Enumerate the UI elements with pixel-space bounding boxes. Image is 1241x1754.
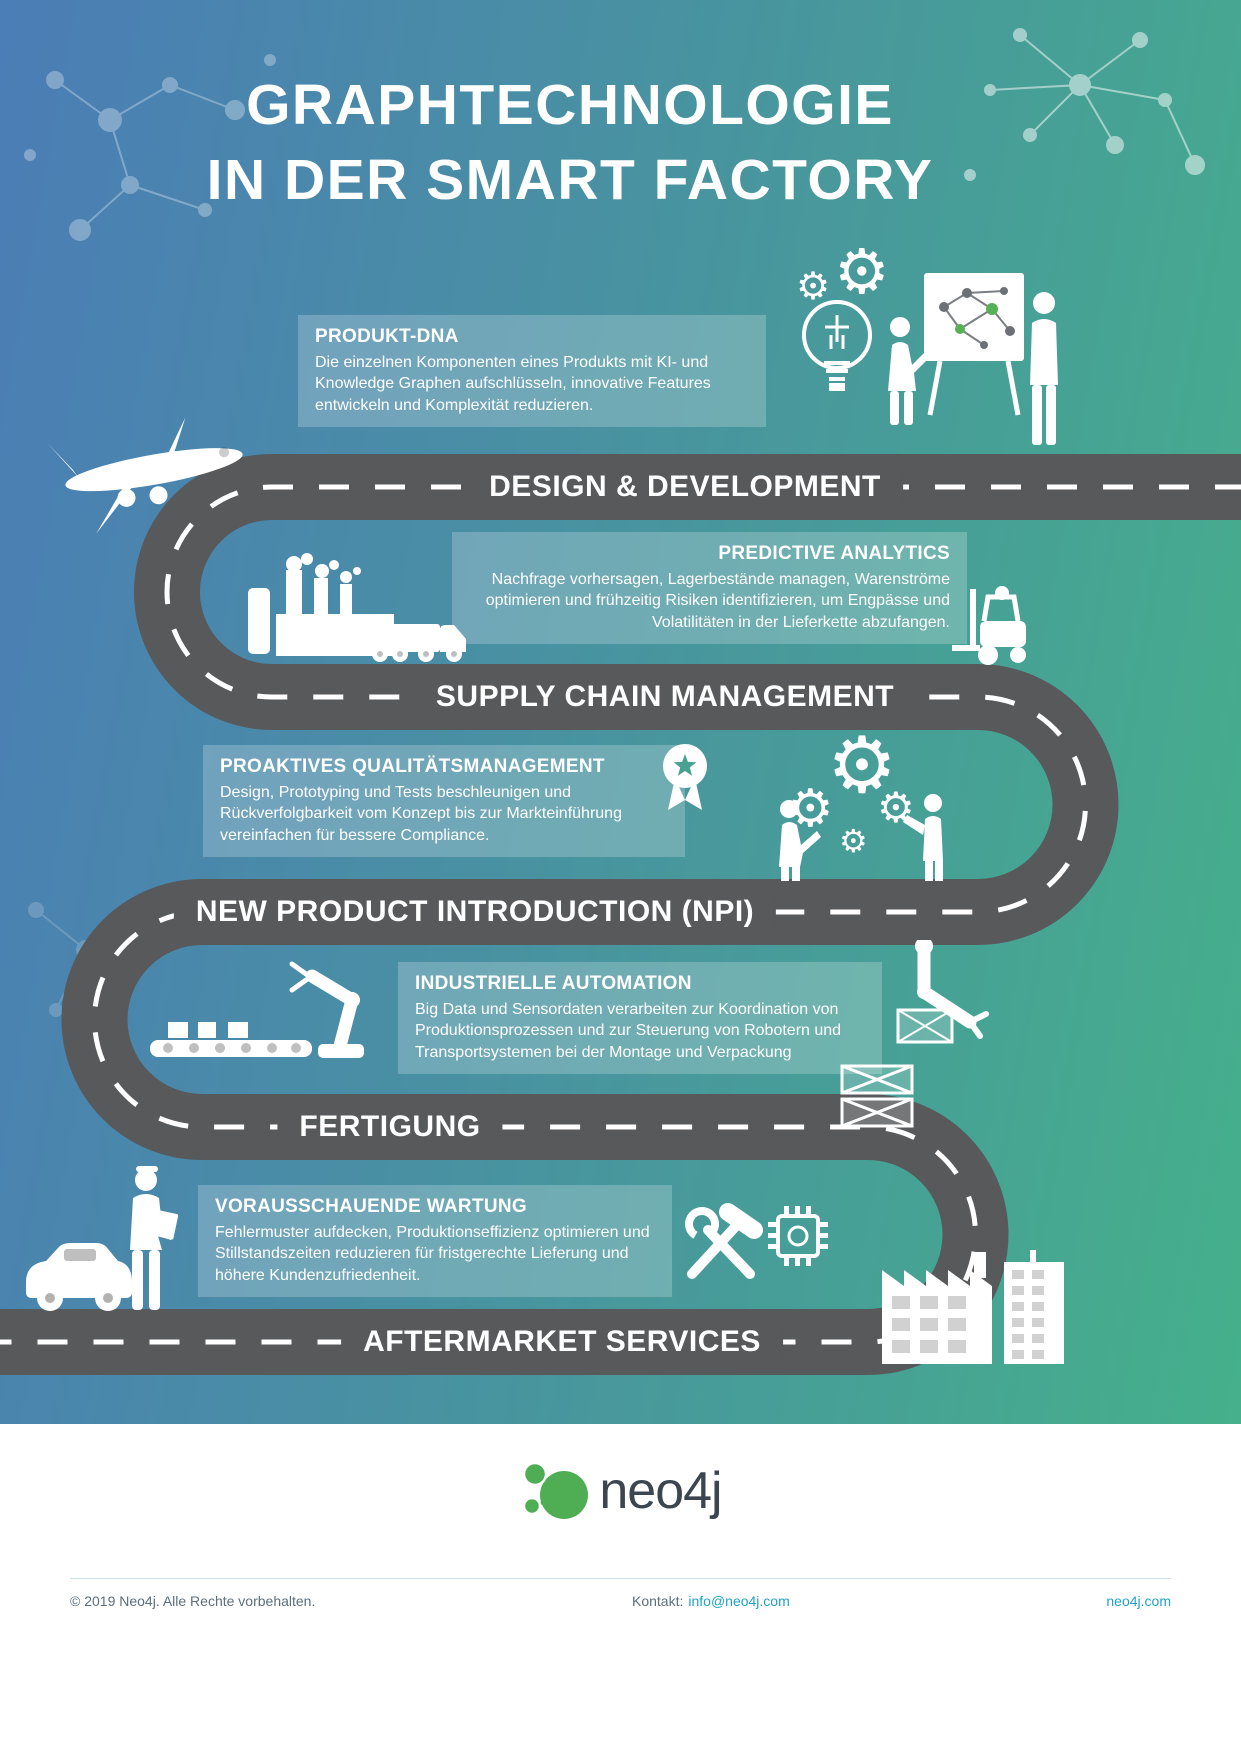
neo4j-logo-mark-icon — [523, 1461, 589, 1519]
info-box-produkt-dna: PRODUKT-DNA Die einzelnen Komponenten ei… — [298, 315, 766, 427]
airplane-icon — [35, 390, 270, 560]
gears-workers-icon: ⚙ ⚙ ⚙ ⚙ — [775, 727, 953, 883]
pallet-stack-icon — [840, 1064, 914, 1128]
info-box-predictive-analytics: PREDICTIVE ANALYTICS Nachfrage vorhersag… — [452, 532, 967, 644]
robot-arm-conveyor-icon — [146, 950, 374, 1070]
factory-truck-icon — [246, 552, 474, 674]
whiteboard-presentation-icon — [872, 265, 1067, 457]
stage-supply-chain: SUPPLY CHAIN MANAGEMENT — [413, 677, 917, 717]
stage-npi: NEW PRODUCT INTRODUCTION (NPI) — [173, 892, 777, 932]
info-box-heading: PREDICTIVE ANALYTICS — [718, 543, 950, 564]
contact-label: Kontakt: — [632, 1593, 684, 1609]
workers-icon — [779, 794, 943, 881]
info-box-heading: PRODUKT-DNA — [315, 326, 459, 347]
contact-email-link[interactable]: info@neo4j.com — [688, 1593, 790, 1609]
stage-aftermarket: AFTERMARKET SERVICES — [341, 1322, 783, 1362]
info-box-body: Big Data und Sensordaten verarbeiten zur… — [415, 1001, 842, 1061]
page-title: GRAPHTECHNOLOGIE IN DER SMART FACTORY — [0, 68, 1140, 218]
info-box-industrielle-automation: INDUSTRIELLE AUTOMATION Big Data und Sen… — [398, 962, 882, 1074]
info-box-body: Die einzelnen Komponenten eines Produkts… — [315, 354, 711, 414]
footer: neo4j © 2019 Neo4j. Alle Rechte vorbehal… — [0, 1424, 1241, 1754]
tools-icon — [670, 1196, 770, 1288]
info-box-vorausschauende-wartung: VORAUSSCHAUENDE WARTUNG Fehlermuster auf… — [198, 1185, 672, 1297]
network-decoration-top-left-icon — [24, 54, 276, 241]
gear-icon: ⚙ — [877, 783, 915, 832]
factory-buildings-icon — [880, 1246, 1078, 1366]
network-decoration-top-right-icon — [964, 28, 1205, 181]
contact-line: Kontakt:info@neo4j.com — [632, 1593, 790, 1609]
lightbulb-gears-icon: ⚙ ⚙ — [790, 241, 915, 400]
info-box-body: Fehlermuster aufdecken, Produktionseffiz… — [215, 1224, 650, 1284]
info-box-qualitaetsmanagement: PROAKTIVES QUALITÄTSMANAGEMENT Design, P… — [203, 745, 685, 857]
copyright-text: © 2019 Neo4j. Alle Rechte vorbehalten. — [70, 1593, 316, 1609]
mechanic-icon — [116, 1166, 180, 1318]
forklift-icon — [950, 585, 1045, 670]
chip-icon — [766, 1202, 830, 1270]
quality-medal-icon — [658, 740, 714, 818]
page-title-line2: IN DER SMART FACTORY — [206, 148, 934, 213]
info-box-heading: PROAKTIVES QUALITÄTSMANAGEMENT — [220, 756, 605, 777]
neo4j-wordmark: neo4j — [599, 1462, 722, 1520]
gear-icon: ⚙ — [796, 264, 831, 308]
gear-icon: ⚙ — [839, 822, 868, 860]
crate-icon — [896, 1008, 954, 1044]
gear-icon: ⚙ — [827, 721, 897, 811]
car-icon — [20, 1238, 138, 1316]
lightbulb-icon — [802, 300, 872, 391]
neo4j-logo: neo4j — [0, 1454, 1241, 1528]
page-title-line1: GRAPHTECHNOLOGIE — [246, 73, 894, 137]
gear-icon: ⚙ — [787, 779, 834, 839]
website-link[interactable]: neo4j.com — [1106, 1593, 1171, 1609]
info-box-heading: INDUSTRIELLE AUTOMATION — [415, 973, 692, 994]
robot-gripper-icon — [896, 937, 1001, 1040]
gear-icon: ⚙ — [834, 235, 890, 308]
stage-design-development: DESIGN & DEVELOPMENT — [467, 467, 903, 507]
info-box-body: Design, Prototyping und Tests beschleuni… — [220, 784, 622, 844]
stage-fertigung: FERTIGUNG — [277, 1107, 503, 1147]
info-box-body: Nachfrage vorhersagen, Lagerbestände man… — [485, 571, 950, 631]
footer-divider — [70, 1578, 1171, 1579]
info-box-heading: VORAUSSCHAUENDE WARTUNG — [215, 1196, 527, 1217]
